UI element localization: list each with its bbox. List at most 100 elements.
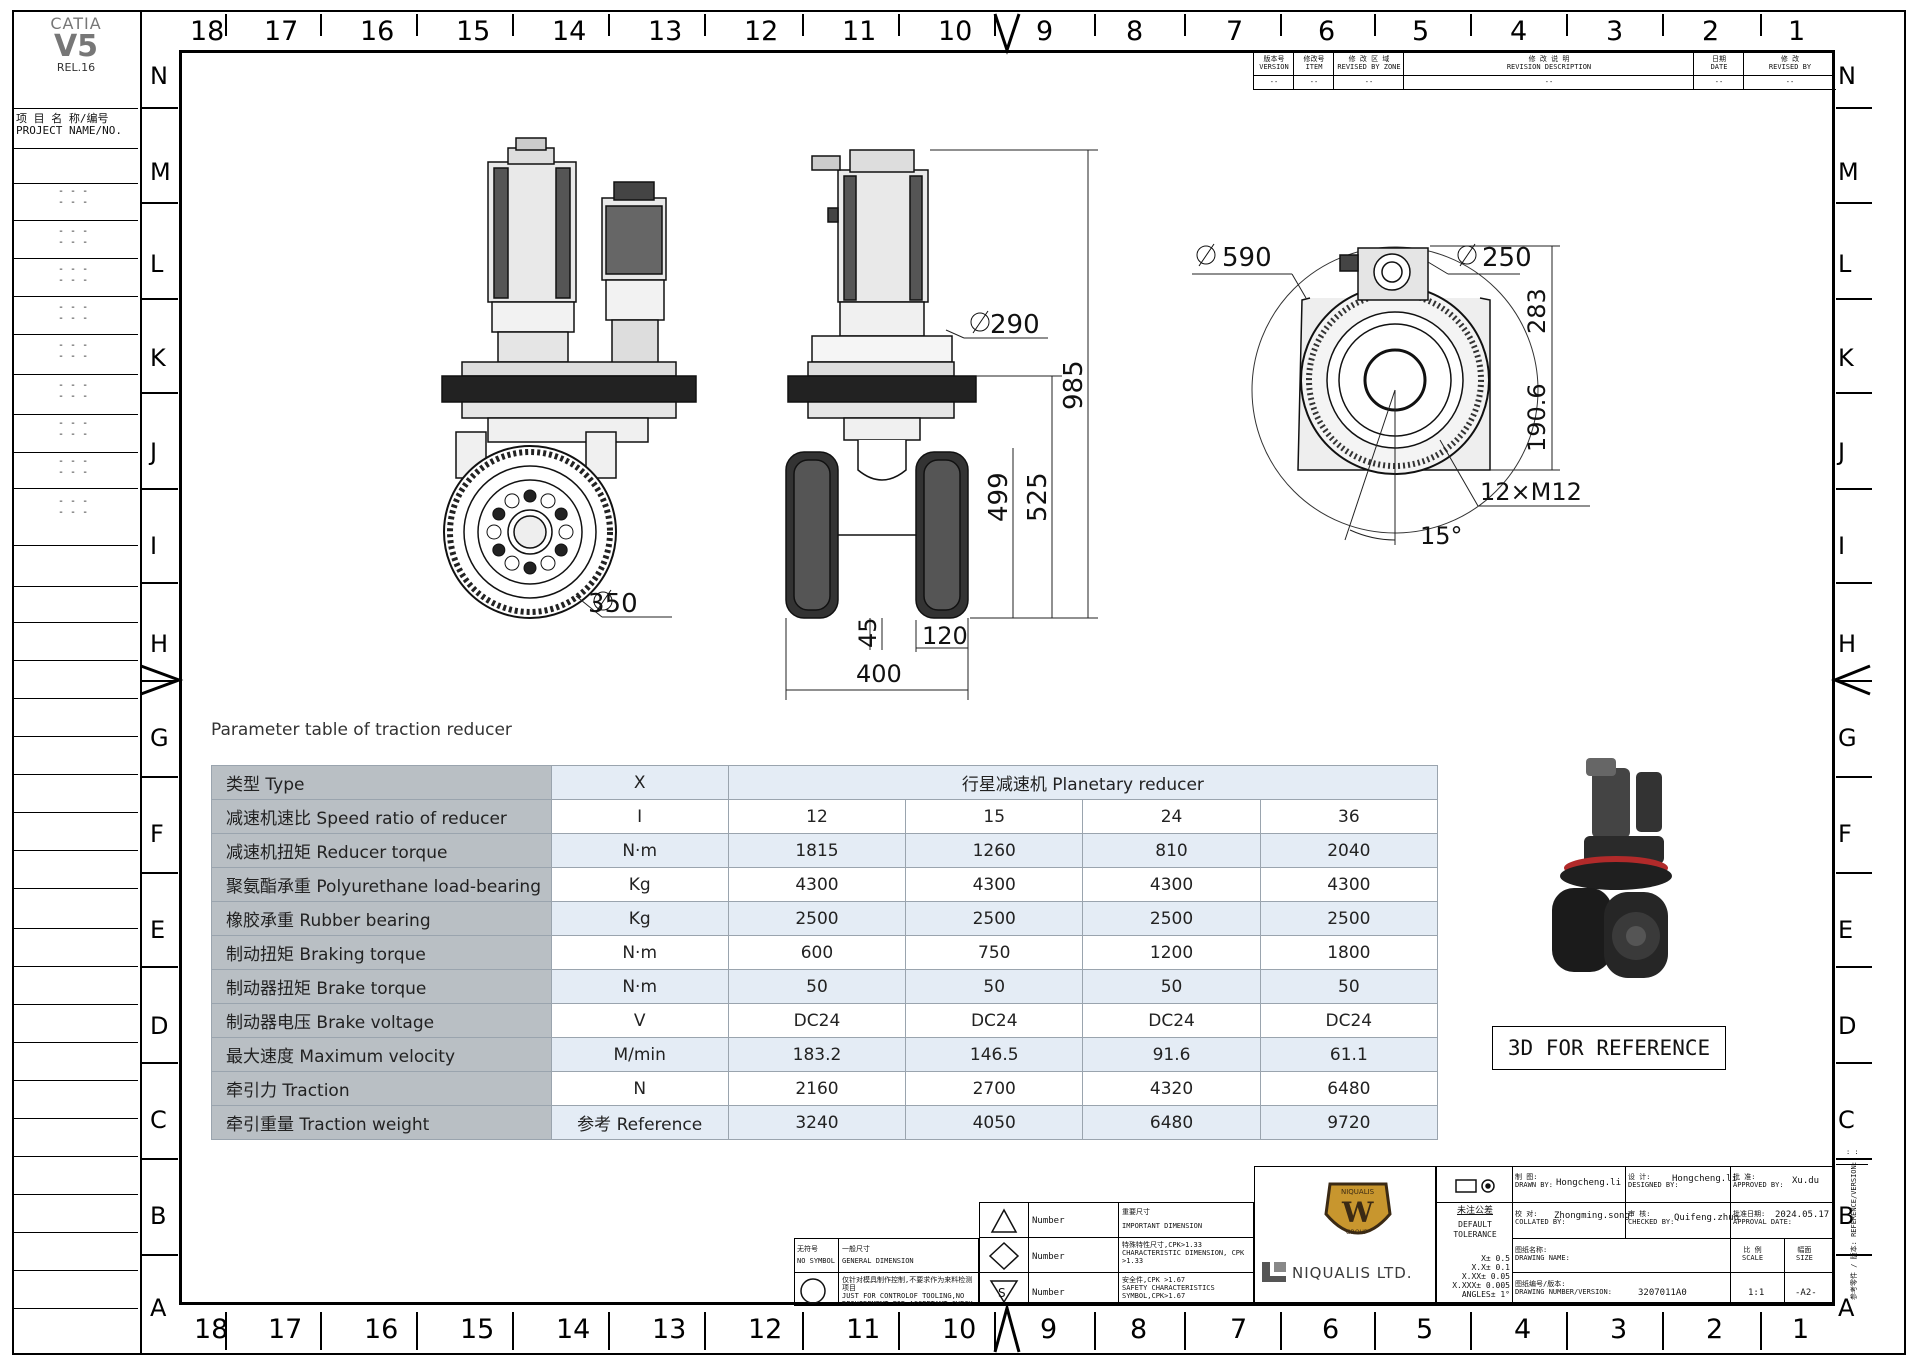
- approved-by-label: 批 准:APPROVED BY:: [1733, 1173, 1784, 1189]
- zone-top-3: 3: [1606, 16, 1624, 47]
- logo-w-letter: W: [1341, 1196, 1374, 1229]
- bolt-hole: [504, 493, 520, 509]
- reference-version-label: 参考零件 / 版本: REFERENCE/VERSION:: [1850, 1161, 1858, 1300]
- project-label-cn: 项 目 名 称/编号: [16, 112, 109, 125]
- left-info-strip: [12, 10, 140, 1355]
- row-value: 4300: [727, 867, 907, 902]
- approval-date-label: 批准日期:APPROVAL DATE:: [1733, 1210, 1793, 1226]
- scale-value: 1:1: [1748, 1288, 1765, 1298]
- rev-zone-value: --: [1364, 78, 1374, 86]
- zone-top-12: 12: [744, 16, 779, 47]
- strip-placeholder: - - -- - -: [58, 186, 89, 208]
- zone-left-F: F: [150, 820, 164, 848]
- row-value: 6480: [1259, 1071, 1439, 1106]
- zone-top-6: 6: [1318, 16, 1336, 47]
- row-value: 4300: [905, 867, 1084, 902]
- zone-bottom-16: 16: [364, 1314, 399, 1345]
- row-unit: 参考 Reference: [550, 1105, 729, 1140]
- row-value: 2500: [1082, 901, 1261, 936]
- dim-283: 283: [1523, 288, 1551, 334]
- row-value: 183.2: [727, 1037, 907, 1072]
- dim-400: 400: [856, 660, 902, 688]
- zone-bottom-1: 1: [1792, 1314, 1810, 1345]
- project-label-en: PROJECT NAME/NO.: [16, 124, 122, 137]
- row-value: 2500: [727, 901, 907, 936]
- zone-right-N: N: [1838, 62, 1856, 90]
- zone-bottom-18: 18: [194, 1314, 229, 1345]
- dim-120: 120: [922, 622, 968, 650]
- zone-right-C: C: [1838, 1106, 1855, 1134]
- zone-left-A: A: [150, 1294, 167, 1322]
- projection-circle-icon: [1481, 1179, 1495, 1193]
- zone-top-2: 2: [1702, 16, 1720, 47]
- designed-by-label: 设 计:DESIGNED BY:: [1628, 1173, 1679, 1189]
- safety-triangle-icon: [989, 1280, 1019, 1304]
- front-view-drawing: [785, 149, 977, 619]
- zone-right-I: I: [1838, 532, 1846, 560]
- zone-left-B: B: [150, 1202, 167, 1230]
- zone-bottom-5: 5: [1416, 1314, 1434, 1345]
- row-value: 1200: [1082, 935, 1261, 970]
- bolt-hole: [540, 493, 556, 509]
- row-value: 50: [727, 969, 907, 1004]
- bolt-hole: [554, 507, 568, 521]
- zone-bottom-2: 2: [1706, 1314, 1724, 1345]
- zone-top-8: 8: [1126, 16, 1144, 47]
- zone-bottom-9: 9: [1040, 1314, 1058, 1345]
- zone-top-4: 4: [1510, 16, 1528, 47]
- projection-rect-icon: [1455, 1179, 1477, 1193]
- row-value: 4300: [1082, 867, 1261, 902]
- rev-by-value: --: [1785, 78, 1795, 86]
- zone-bottom-10: 10: [942, 1314, 977, 1345]
- zone-top-11: 11: [842, 16, 877, 47]
- row-value: 12: [727, 799, 907, 834]
- zone-right-F: F: [1838, 820, 1852, 848]
- checked-by-label: 审 核:CHECKED BY:: [1628, 1210, 1675, 1226]
- zone-left-K: K: [150, 344, 166, 372]
- zone-top-16: 16: [360, 16, 395, 47]
- strip-placeholder: - - -- - -: [58, 340, 89, 362]
- zone-top-1: 1: [1788, 16, 1806, 47]
- bolt-hole: [558, 524, 574, 540]
- project-name-label: 项 目 名 称/编号 PROJECT NAME/NO.: [16, 113, 122, 137]
- strip-placeholder: - - -- - -: [58, 264, 89, 286]
- zone-top-15: 15: [456, 16, 491, 47]
- row-value: 15: [905, 799, 1084, 834]
- zone-bottom-8: 8: [1130, 1314, 1148, 1345]
- zone-top-10: 10: [938, 16, 973, 47]
- row-unit: N·m: [550, 833, 729, 868]
- drawn-by-value: Hongcheng.li: [1556, 1178, 1622, 1188]
- top-view-drawing: [1251, 246, 1539, 534]
- rev-date-value: --: [1714, 78, 1724, 86]
- bolt-hole: [504, 555, 520, 571]
- row-value: 50: [1259, 969, 1439, 1004]
- row-unit: V: [550, 1003, 729, 1038]
- symbol-legend-block: [979, 1202, 1254, 1306]
- row-value: 2700: [905, 1071, 1084, 1106]
- strip-placeholder: - - -- - -: [58, 302, 89, 324]
- revision-block: [1253, 50, 1836, 90]
- row-value: 61.1: [1259, 1037, 1439, 1072]
- logo-top-text: NIQUALIS: [1341, 1188, 1375, 1196]
- row-value: 24: [1082, 799, 1261, 834]
- row-label: 减速机扭矩 Reducer torque: [211, 833, 552, 868]
- company-name: NIQUALIS LTD.: [1292, 1264, 1413, 1282]
- strip-placeholder: - - -- - -: [58, 226, 89, 248]
- bolt-hole: [523, 561, 537, 575]
- dim-190-6: 190.6: [1523, 383, 1551, 452]
- row-value: 2500: [905, 901, 1084, 936]
- type-value: 行星减速机 Planetary reducer: [727, 765, 1439, 800]
- zone-bottom-13: 13: [652, 1314, 687, 1345]
